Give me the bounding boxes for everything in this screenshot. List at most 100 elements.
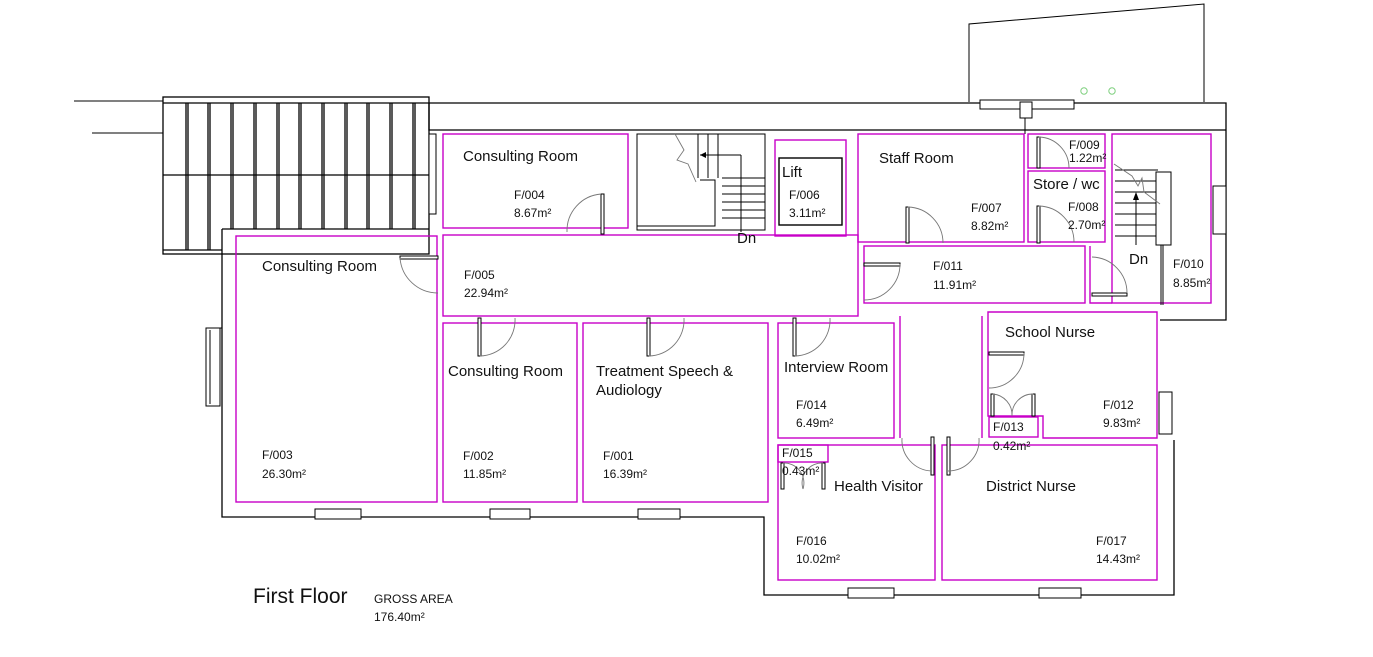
door	[946, 436, 951, 476]
room-name-F008: Store / wc	[1033, 176, 1100, 193]
room-area-F001: 16.39m²	[603, 467, 648, 481]
room-id-F002: F/002	[463, 449, 494, 463]
stair-down-label-right: Dn	[1129, 251, 1149, 268]
door	[930, 436, 935, 476]
door	[988, 351, 1025, 356]
room-F001	[582, 322, 769, 503]
room-area-F013: 0.42m²	[993, 439, 1031, 453]
window	[847, 587, 895, 599]
room-F011	[863, 245, 1086, 304]
door	[1031, 393, 1036, 417]
room-id-F008: F/008	[1068, 200, 1099, 214]
window-mullion	[1019, 101, 1033, 119]
room-area-F016: 10.02m²	[796, 552, 841, 566]
room-F003	[235, 235, 438, 503]
door	[1036, 136, 1041, 169]
room-F002	[442, 322, 578, 503]
room-F017	[941, 444, 1158, 581]
window	[1212, 185, 1227, 235]
room-area-F004: 8.67m²	[514, 206, 552, 220]
room-area-F012: 9.83m²	[1103, 416, 1141, 430]
room-area-F005: 22.94m²	[464, 286, 509, 300]
room-area-F011: 11.91m²	[933, 278, 977, 292]
room-area-F002: 11.85m²	[463, 467, 507, 481]
room-area-F003: 26.30m²	[262, 467, 307, 481]
room-id-F009: F/009	[1069, 138, 1100, 152]
room-area-F015: 0.43m²	[782, 464, 820, 478]
room-F004	[442, 133, 629, 229]
stair-down-label: Dn	[737, 230, 757, 247]
room-F013	[988, 416, 1039, 438]
room-name-F006: Lift	[782, 164, 803, 181]
room-name-F003: Consulting Room	[262, 258, 378, 275]
window	[428, 133, 437, 215]
room-id-F005: F/005	[464, 268, 495, 282]
door	[477, 317, 482, 357]
room-F014	[777, 322, 895, 439]
room-id-F012: F/012	[1103, 398, 1134, 412]
window	[205, 327, 221, 407]
internal-stair-right	[1113, 163, 1172, 305]
room-id-F010: F/010	[1173, 257, 1204, 271]
door	[646, 317, 651, 357]
room-id-F006: F/006	[789, 188, 820, 202]
door	[792, 317, 797, 357]
building-outer-wall-bottom	[221, 229, 1175, 596]
window	[637, 508, 681, 520]
room-F016	[777, 444, 936, 581]
room-area-F007: 8.82m²	[971, 219, 1009, 233]
room-name-F004: Consulting Room	[463, 148, 579, 165]
room-F012	[987, 311, 1158, 439]
room-id-F017: F/017	[1096, 534, 1127, 548]
external-stair-grid	[162, 96, 430, 255]
room-id-F015: F/015	[782, 446, 813, 460]
door	[780, 462, 785, 490]
room-F009	[1027, 133, 1106, 169]
room-name-F012: School Nurse	[1005, 324, 1096, 341]
room-id-F013: F/013	[993, 420, 1024, 434]
window	[489, 508, 531, 520]
door	[399, 255, 439, 260]
door	[600, 193, 605, 235]
door	[1091, 292, 1128, 297]
stair-landing	[1089, 246, 1112, 304]
room-name-F014: Interview Room	[784, 359, 889, 376]
room-id-F011: F/011	[933, 259, 963, 273]
room-F008	[1027, 170, 1106, 243]
room-area-F017: 14.43m²	[1096, 552, 1141, 566]
roof-annex-outline	[968, 3, 1205, 102]
internal-stair	[636, 133, 766, 232]
room-id-F001: F/001	[603, 449, 634, 463]
room-id-F007: F/007	[971, 201, 1002, 215]
room-name-F007: Staff Room	[879, 150, 954, 167]
fixture-circle	[1108, 87, 1116, 95]
room-name-F016: Health Visitor	[834, 478, 923, 495]
fixture-circle	[1080, 87, 1088, 95]
floor-title: First Floor	[253, 585, 348, 608]
room-id-F016: F/016	[796, 534, 827, 548]
gross-area-label: GROSS AREA	[374, 592, 453, 606]
door	[1036, 205, 1041, 244]
room-area-F006: 3.11m²	[789, 206, 826, 220]
door	[821, 462, 826, 490]
room-name-F001: Treatment Speech &	[596, 363, 734, 380]
room-id-F003: F/003	[262, 448, 293, 462]
window	[314, 508, 362, 520]
room-area-F014: 6.49m²	[796, 416, 834, 430]
lift-car	[778, 157, 843, 226]
room-area-F008: 2.70m²	[1068, 218, 1106, 232]
door	[863, 262, 901, 267]
room-name-F017: District Nurse	[986, 478, 1077, 495]
room-name-F002: Consulting Room	[448, 363, 564, 380]
room-id-F004: F/004	[514, 188, 545, 202]
room-F006	[774, 139, 847, 237]
room-name-F001-line2: Audiology	[596, 382, 662, 399]
door	[990, 393, 995, 417]
doors	[399, 136, 1128, 490]
room-area-F010: 8.85m²	[1173, 276, 1211, 290]
room-area-F009: 1.22m²	[1069, 151, 1107, 165]
window	[1038, 587, 1082, 599]
window	[1158, 391, 1173, 435]
door	[905, 206, 910, 244]
